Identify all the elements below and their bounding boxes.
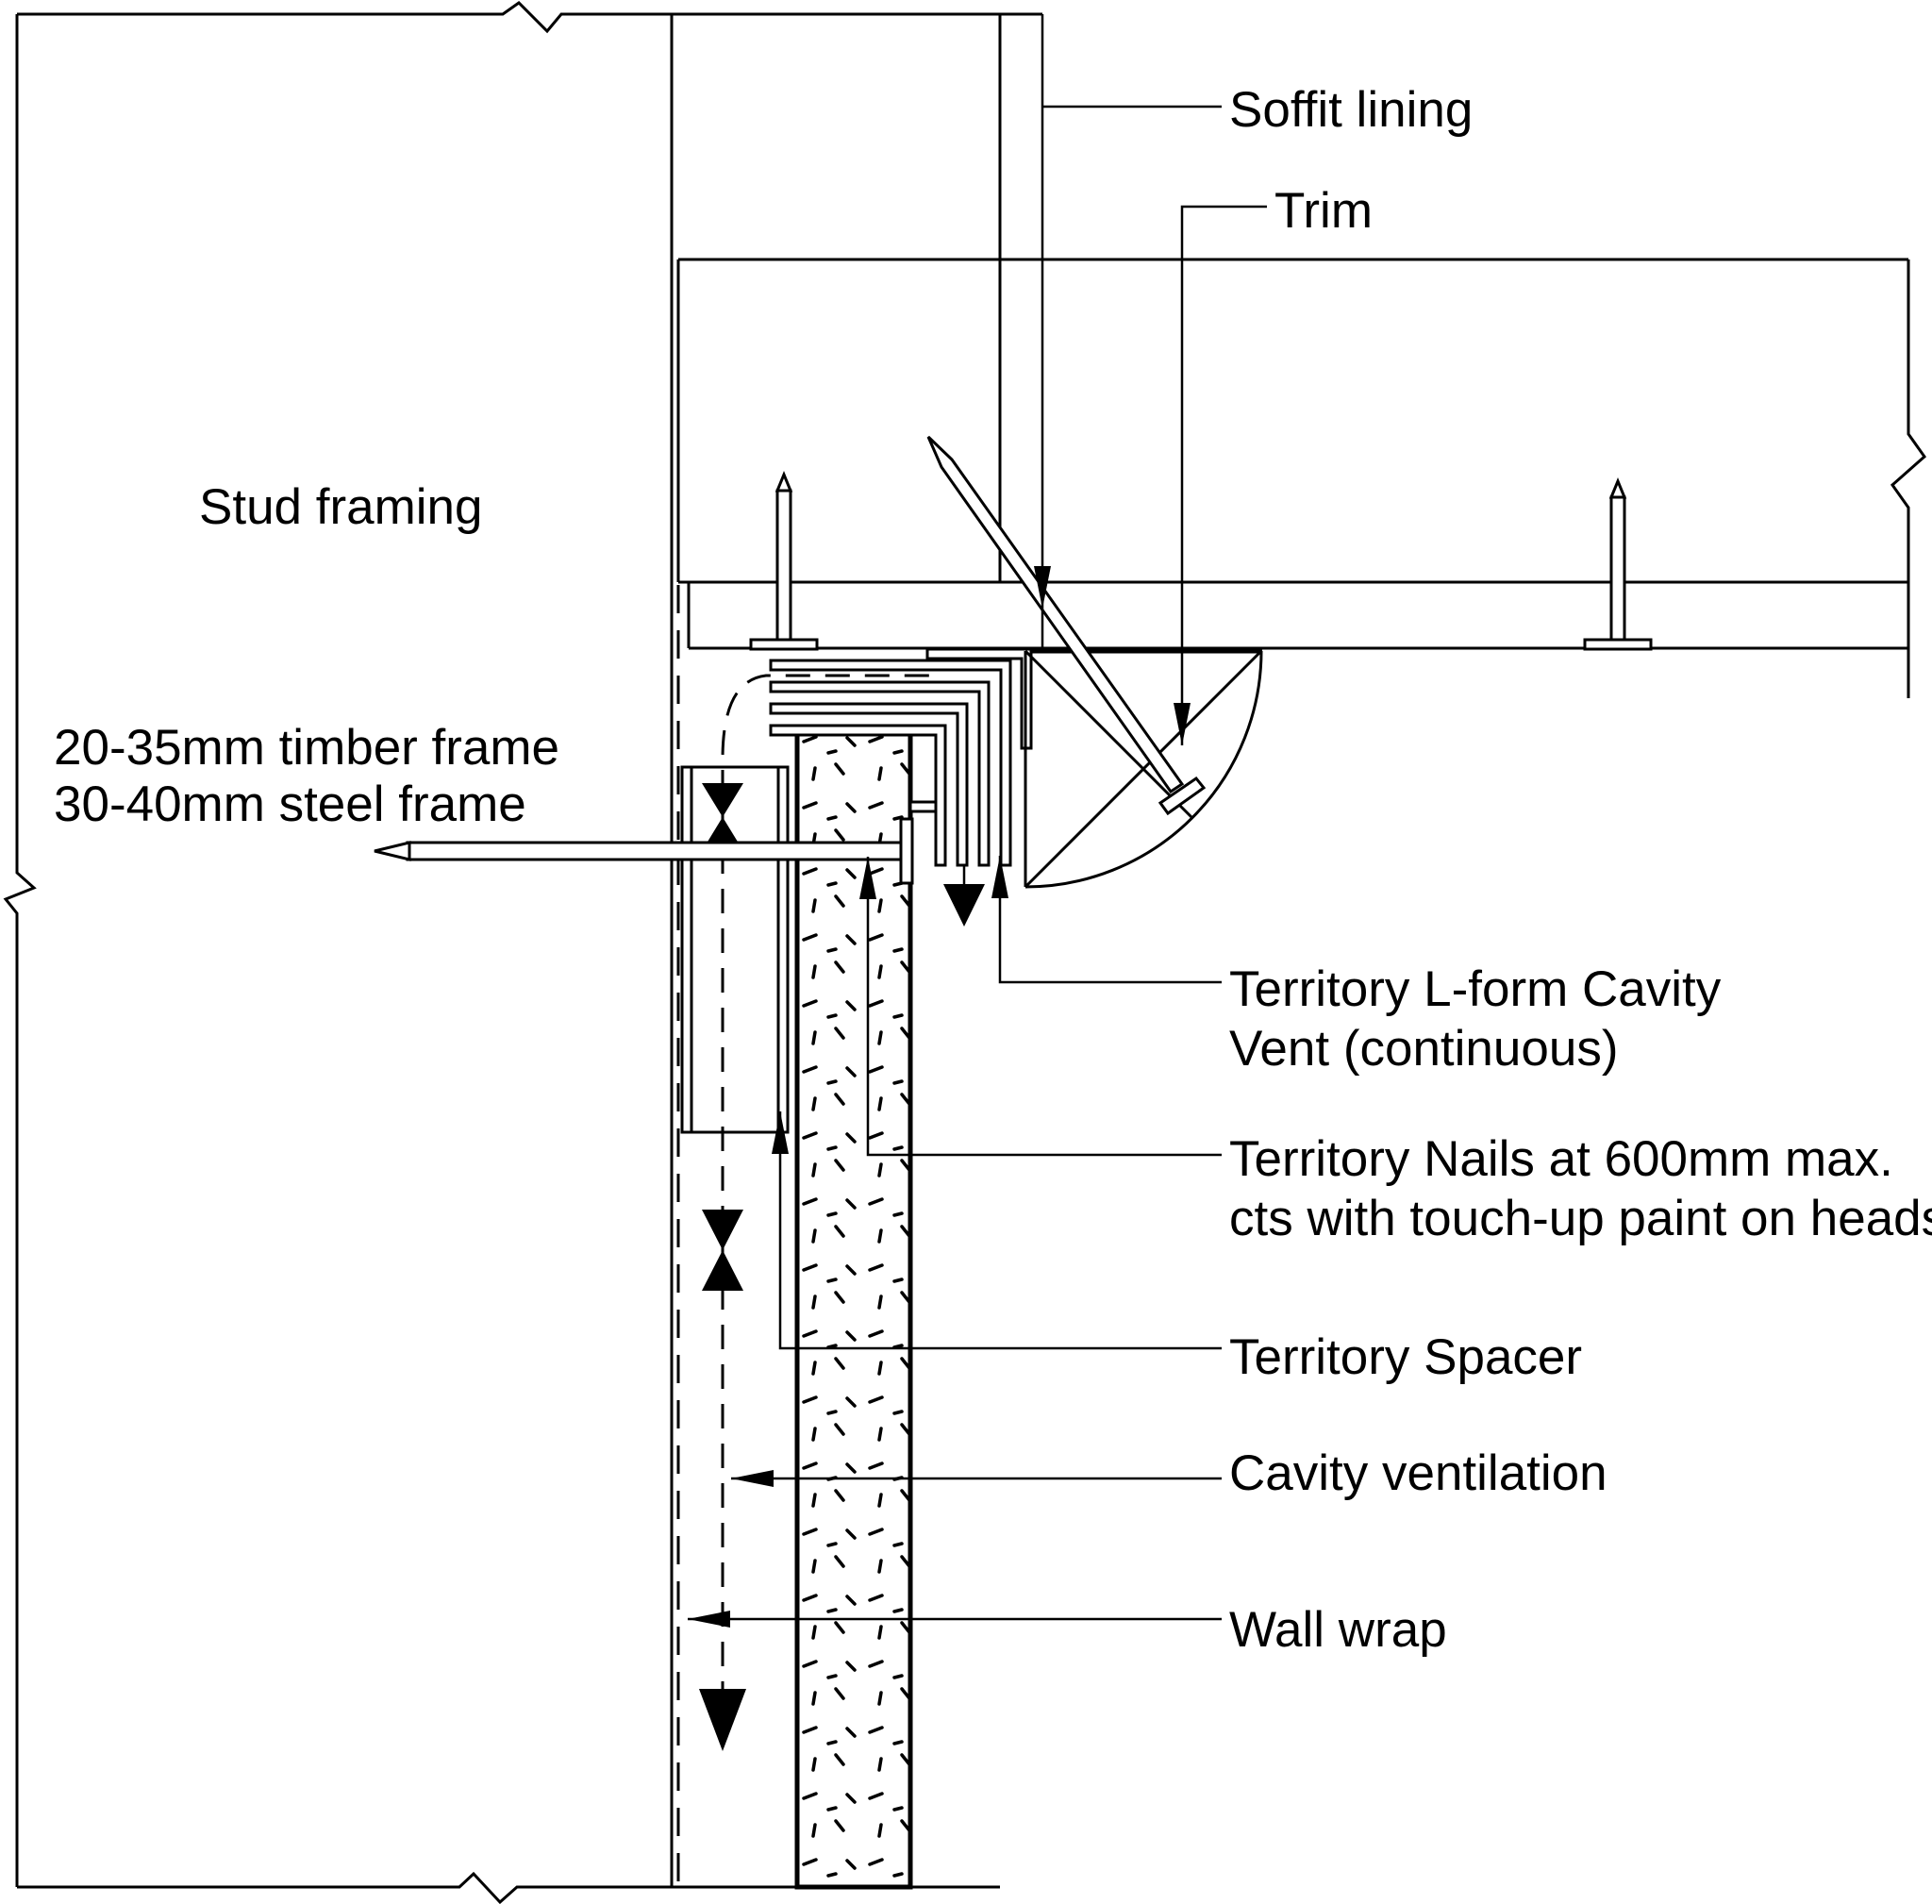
frame-note-line1: 20-35mm timber frame (54, 720, 559, 776)
lform-vent-label-line2: Vent (continuous) (1229, 1021, 1618, 1077)
nail-shaft (406, 841, 903, 861)
label-leaders (688, 14, 1267, 1628)
trim-leader (1174, 205, 1267, 745)
nail-shaft (775, 489, 792, 643)
nail-shaft (926, 435, 1185, 794)
vent-fin-0 (925, 647, 1033, 750)
vent-exit-arrow (943, 884, 985, 927)
wall-wrap-label: Wall wrap (1229, 1602, 1447, 1658)
vent-fin-3 (769, 702, 969, 867)
trim-label: Trim (1274, 183, 1373, 239)
nail-head (899, 817, 914, 885)
nails-leader (859, 857, 1222, 1157)
spacer-leader (772, 1111, 1222, 1350)
airflow-bowtie-lower (702, 1210, 743, 1291)
cladding-nail-horizontal (374, 817, 914, 885)
wall-wrap-leader (688, 1611, 1222, 1628)
airflow-bowtie-upper (702, 783, 743, 851)
spacer-batten (680, 765, 790, 1134)
section-cut-borders (3, 1, 1927, 1904)
frame-note-line2: 30-40mm steel frame (54, 777, 526, 832)
spacer-outline (680, 765, 790, 1134)
left-border (3, 14, 37, 1887)
bottom-border (17, 1871, 1000, 1904)
nail-tip (774, 471, 793, 493)
cavity-ventilation-label: Cavity ventilation (1229, 1445, 1607, 1501)
nail-head (749, 638, 819, 651)
soffit-nail-right (1583, 477, 1653, 651)
spacer-label: Territory Spacer (1229, 1329, 1582, 1385)
nail-head (1158, 776, 1207, 816)
stud-wall (670, 14, 1002, 1887)
cladding-panel (794, 731, 913, 1890)
trim-nail-diagonal (926, 435, 1207, 816)
nails-label-line2: cts with touch-up paint on heads (1229, 1191, 1932, 1246)
vent-fixing-lug (908, 800, 938, 813)
top-border (17, 1, 1042, 34)
lform-vent-label-line1: Territory L-form Cavity (1229, 961, 1722, 1017)
text-labels: Stud framing 20-35mm timber frame 30-40m… (54, 82, 1932, 1658)
cavity-ventilation-leader (731, 1470, 1222, 1487)
trim-moulding (1024, 649, 1263, 889)
vent-fin-4 (769, 724, 947, 867)
nail-tip (1608, 477, 1627, 499)
nails-label-line1: Territory Nails at 600mm max. (1229, 1131, 1893, 1187)
nail-shaft (1609, 495, 1626, 643)
vent-fin-2 (769, 680, 991, 867)
trim-diagonal (1024, 649, 1194, 820)
cavity-airflow-path (699, 674, 929, 1751)
eave-cut-edge (1890, 259, 1927, 698)
soffit-nail-left (749, 471, 819, 651)
airflow-bottom-arrow (699, 1689, 746, 1751)
cladding-sheet (794, 731, 913, 1890)
airflow-dashed-line (721, 674, 929, 1745)
eave-soffit-framing (678, 258, 1908, 654)
cavity-vent-lform (769, 647, 1033, 927)
nail-head (1583, 638, 1653, 651)
soffit-lining-label: Soffit lining (1229, 82, 1473, 138)
lform-vent-leader (991, 856, 1222, 984)
soffit-lining-leader (1034, 14, 1222, 647)
stud-framing-label: Stud framing (199, 479, 482, 535)
nail-tip (374, 841, 411, 861)
